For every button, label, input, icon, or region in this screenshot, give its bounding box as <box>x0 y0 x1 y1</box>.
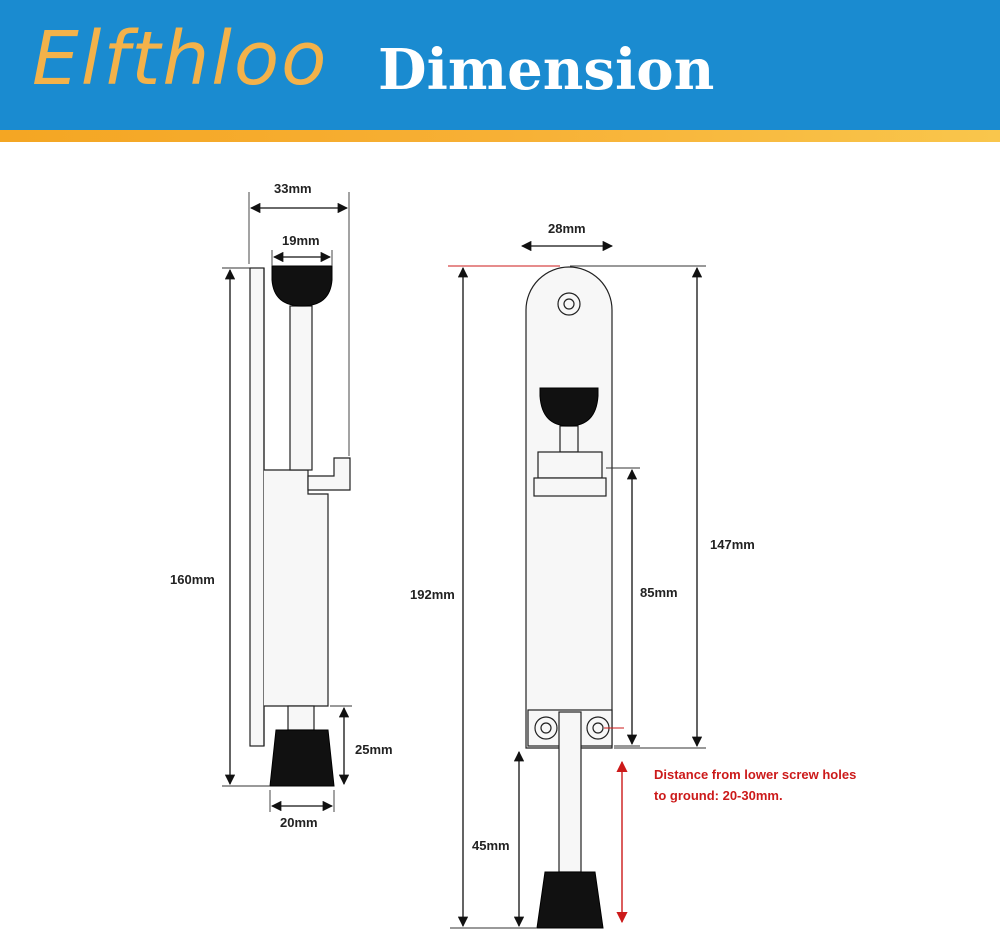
front-hinge-block <box>537 451 603 479</box>
side-upper-rubber-pad <box>271 265 333 307</box>
front-rubber-foot <box>536 871 604 929</box>
page-title: Dimension <box>378 37 715 103</box>
label-19mm: 19mm <box>282 233 320 248</box>
side-mount-plate <box>249 267 265 747</box>
front-upper-rod <box>559 425 579 453</box>
front-view: 28mm 192mm 147mm 85mm 45mm Distance from… <box>410 221 856 929</box>
label-28mm: 28mm <box>548 221 586 236</box>
label-85mm: 85mm <box>640 585 678 600</box>
side-rubber-foot <box>269 729 335 787</box>
label-147mm: 147mm <box>710 537 755 552</box>
brand-logo-text: Elfthloo <box>32 16 329 102</box>
front-upper-rubber-pad <box>539 387 599 427</box>
label-160mm: 160mm <box>170 572 215 587</box>
side-hook-bracket <box>307 457 351 491</box>
side-housing <box>263 268 329 746</box>
label-25mm: 25mm <box>355 742 393 757</box>
side-upper-rod <box>289 305 313 471</box>
front-extension-rod <box>558 711 582 873</box>
label-33mm: 33mm <box>274 181 312 196</box>
side-view: 33mm 19mm 160mm 25mm 20mm <box>170 181 393 830</box>
side-lower-rod <box>287 705 315 731</box>
front-hinge-base <box>533 477 607 497</box>
label-45mm: 45mm <box>472 838 510 853</box>
dimension-diagram: 33mm 19mm 160mm 25mm 20mm <box>170 181 856 929</box>
label-20mm: 20mm <box>280 815 318 830</box>
front-mount-plate <box>525 266 613 749</box>
header-banner <box>0 0 1000 130</box>
note-line-1: Distance from lower screw holes <box>654 767 856 782</box>
header-accent-stripe <box>0 130 1000 142</box>
label-192mm: 192mm <box>410 587 455 602</box>
note-line-2: to ground: 20-30mm. <box>654 788 783 803</box>
